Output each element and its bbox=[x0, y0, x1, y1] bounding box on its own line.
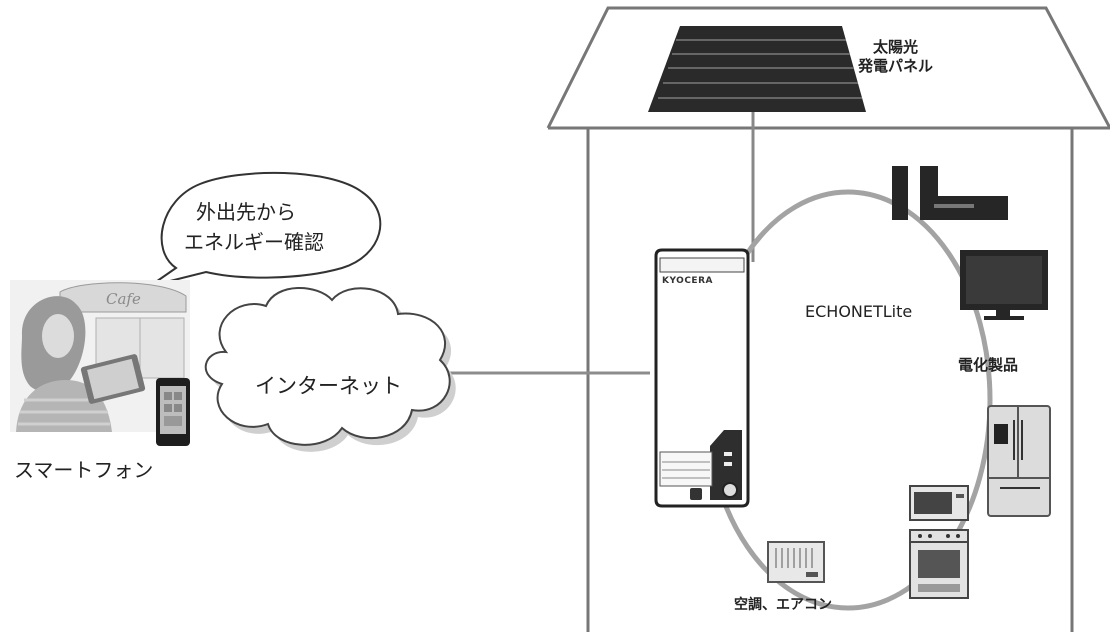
internet-cloud bbox=[204, 287, 456, 452]
refrigerator bbox=[987, 405, 1051, 517]
internet-label: インターネット bbox=[255, 374, 402, 398]
solar-panel-label-line2: 発電パネル bbox=[858, 57, 934, 75]
speech-bubble bbox=[149, 171, 382, 287]
oven-range bbox=[909, 529, 969, 599]
desktop-pc bbox=[892, 166, 1008, 220]
air-conditioner bbox=[767, 541, 825, 583]
energy-controller bbox=[654, 248, 750, 508]
echonet-label: ECHONETLite bbox=[805, 302, 913, 321]
svg-text:Cafe: Cafe bbox=[106, 290, 141, 308]
kyocera-logo: KYOCERA bbox=[662, 276, 713, 286]
appliances-label: 電化製品 bbox=[958, 356, 1019, 374]
speech-bubble-line2: エネルギー確認 bbox=[184, 230, 324, 254]
solar-panel bbox=[648, 26, 866, 262]
house-outline bbox=[546, 6, 1110, 632]
speech-bubble-line1: 外出先から bbox=[196, 200, 296, 224]
person-illustration: Cafe bbox=[10, 280, 190, 446]
solar-panel-label-line1: 太陽光 bbox=[873, 38, 919, 56]
air-conditioner-label: 空調、エアコン bbox=[734, 597, 832, 613]
television bbox=[960, 250, 1048, 320]
solar-panel-label: 太陽光 発電パネル bbox=[858, 38, 933, 76]
smartphone-label: スマートフォン bbox=[14, 458, 154, 482]
microwave bbox=[909, 485, 969, 521]
